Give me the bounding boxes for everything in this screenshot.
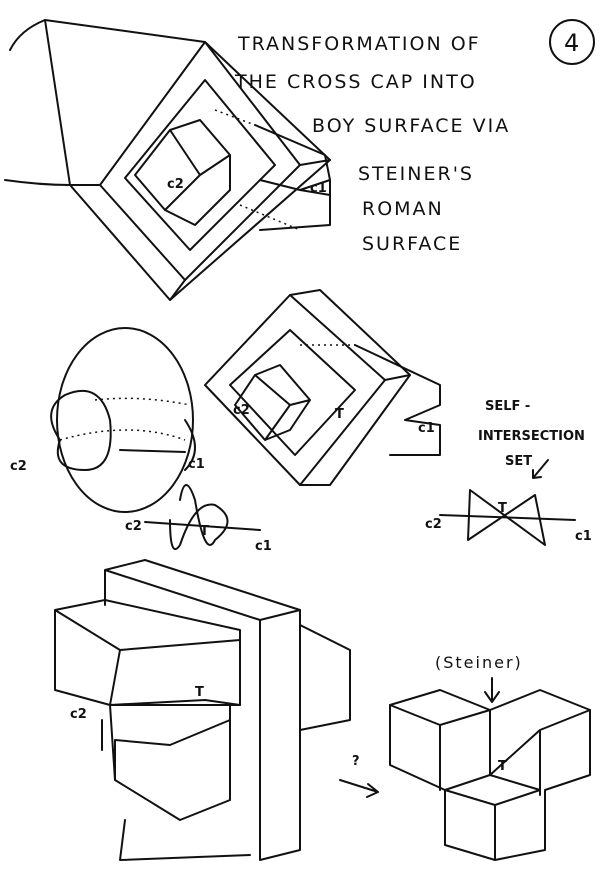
title-block: TRANSFORMATION OF THE CROSS CAP INTO BOY…	[234, 19, 595, 255]
figure-self-intersection: SELF - INTERSECTION SET c2 T c1	[425, 399, 592, 546]
transition-arrow: ?	[339, 754, 379, 798]
figure-steiner-cubes: (Steiner) T	[389, 653, 591, 861]
label-c1-fig2b: c1	[255, 539, 272, 554]
label-c2-fig3: c2	[233, 403, 250, 418]
label-c1-fig3: c1	[418, 421, 435, 436]
label-c2-fig1: c2	[167, 177, 184, 192]
title-line-6: SURFACE	[362, 233, 462, 255]
figure-roman-frame: c2 c1 T	[204, 289, 441, 486]
figure-block-surface: c2 T	[54, 559, 351, 861]
label-c2-fig4: c2	[425, 517, 442, 532]
label-c1-fig1: c1	[310, 181, 327, 196]
label-c2-fig2b: c2	[125, 519, 142, 534]
self-intersection-line-1: SELF -	[485, 399, 530, 414]
page-number-circle	[549, 19, 595, 65]
title-line-5: ROMAN	[362, 198, 444, 220]
title-line-4: STEINER'S	[358, 163, 474, 185]
label-c2-fig2: c2	[10, 459, 27, 474]
label-T-fig2b: T	[200, 524, 209, 539]
figure-cross-cap-surface: c2 c1 c2 T c1	[10, 327, 272, 554]
title-line-2: THE CROSS CAP INTO	[234, 71, 477, 93]
label-T-fig5: T	[195, 685, 204, 700]
figure-cross-cap-frame: c2 c1	[4, 19, 331, 301]
title-line-1: TRANSFORMATION OF	[237, 33, 481, 55]
page-number: 4	[564, 29, 581, 57]
self-intersection-line-2: INTERSECTION	[478, 429, 585, 444]
label-c1-fig2: c1	[188, 457, 205, 472]
label-T-fig4: T	[498, 501, 507, 516]
label-c1-fig4: c1	[575, 529, 592, 544]
self-intersection-line-3: SET	[505, 454, 532, 469]
label-c2-fig5: c2	[70, 707, 87, 722]
label-steiner: (Steiner)	[435, 653, 523, 672]
label-T-fig3: T	[335, 407, 344, 422]
question-mark: ?	[352, 754, 360, 769]
arrow-down-icon	[484, 677, 500, 703]
arrow-right-icon	[339, 779, 379, 798]
title-line-3: BOY SURFACE VIA	[312, 115, 510, 137]
label-T-fig6: T	[498, 759, 507, 774]
